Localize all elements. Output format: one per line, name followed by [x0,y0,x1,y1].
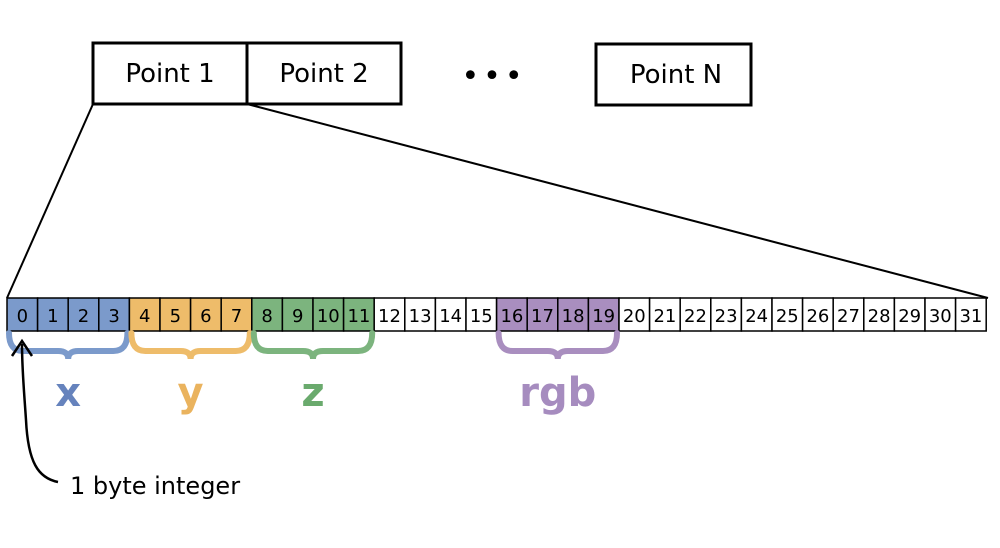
byte-label-13: 13 [409,306,432,327]
annotation-label: 1 byte integer [70,472,240,500]
byte-cell-31 [954,297,987,332]
point-n-box [594,42,753,107]
byte-cell-5 [159,297,192,332]
byte-cell-1 [36,297,69,332]
byte-cell-3 [98,297,131,332]
group-label-y: y [178,370,204,416]
byte-cell-9 [281,297,314,332]
byte-label-29: 29 [898,306,921,327]
byte-label-9: 9 [292,306,303,327]
point-2-box [245,41,403,106]
byte-label-20: 20 [623,306,646,327]
byte-label-26: 26 [806,306,829,327]
byte-cell-27 [832,297,865,332]
byte-label-6: 6 [200,306,211,327]
brace-rgb [495,330,620,360]
byte-cell-21 [648,297,681,332]
byte-label-0: 0 [17,306,28,327]
brace-y [128,330,253,360]
point-1-box [91,41,249,106]
byte-cell-12 [373,297,406,332]
byte-label-24: 24 [745,306,768,327]
byte-cell-10 [312,297,345,332]
point-2-label: Point 2 [279,59,368,89]
byte-cell-4 [128,297,161,332]
byte-label-1: 1 [47,306,58,327]
byte-label-25: 25 [776,306,799,327]
byte-label-4: 4 [139,306,150,327]
byte-cell-25 [771,297,804,332]
byte-label-10: 10 [317,306,340,327]
byte-cell-30 [924,297,957,332]
byte-label-30: 30 [929,306,952,327]
byte-label-18: 18 [562,306,585,327]
byte-cell-15 [465,297,498,332]
byte-label-22: 22 [684,306,707,327]
group-label-x: x [55,370,81,416]
byte-label-15: 15 [470,306,493,327]
zoom-line-right [246,103,989,299]
zoom-line-left [6,103,94,299]
byte-label-8: 8 [261,306,272,327]
group-label-z: z [301,370,324,416]
byte-cell-24 [740,297,773,332]
annotation-arrow [20,343,59,484]
byte-label-14: 14 [439,306,462,327]
byte-label-23: 23 [715,306,738,327]
byte-label-16: 16 [500,306,523,327]
byte-cell-17 [526,297,559,332]
ellipsis: ••• [461,59,526,94]
byte-label-31: 31 [959,306,982,327]
byte-label-28: 28 [868,306,891,327]
point-boxes: Point 1 Point 2 ••• Point N [91,41,753,107]
byte-label-21: 21 [653,306,676,327]
point-n-label: Point N [630,60,722,90]
group-label-rgb: rgb [519,370,596,416]
byte-label-2: 2 [78,306,89,327]
byte-label-11: 11 [347,306,370,327]
byte-label-3: 3 [108,306,119,327]
brace-z [250,330,376,360]
byte-label-12: 12 [378,306,401,327]
byte-cell-8 [251,297,284,332]
byte-cell-23 [710,297,743,332]
byte-label-7: 7 [231,306,242,327]
point-1-label: Point 1 [125,59,214,89]
byte-cell-19 [587,297,620,332]
byte-cell-13 [404,297,437,332]
group-braces: x y z rgb [6,330,620,416]
byte-label-19: 19 [592,306,615,327]
annotation-arrowhead [10,338,34,357]
byte-label-17: 17 [531,306,554,327]
byte-label-27: 27 [837,306,860,327]
byte-label-5: 5 [170,306,181,327]
byte-cell-6 [189,297,222,332]
byte-cell-16 [495,297,528,332]
